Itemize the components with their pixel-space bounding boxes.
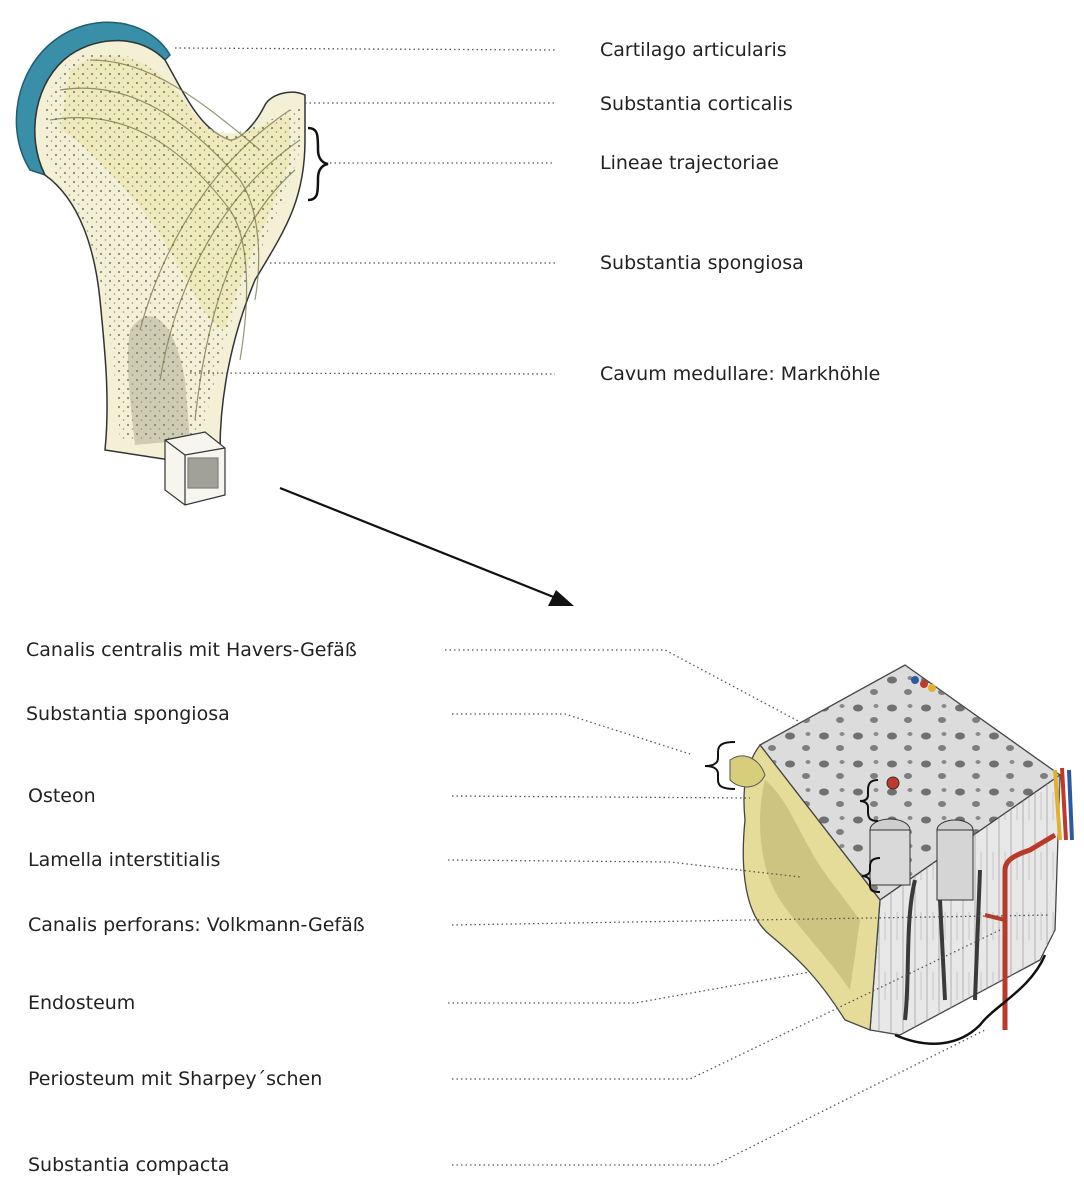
label-cartilago-articularis: Cartilago articularis <box>600 41 787 60</box>
femur-drawing <box>16 22 328 505</box>
label-periosteum: Periosteum mit Sharpey´schen <box>28 1070 322 1089</box>
trajectories-bracket <box>308 128 328 200</box>
label-cavum-medullare: Cavum medullare: Markhöhle <box>600 365 880 384</box>
label-canalis-centralis: Canalis centralis mit Havers-Gefäß <box>26 641 357 660</box>
label-substantia-corticalis: Substantia corticalis <box>600 95 793 114</box>
label-substantia-compacta: Substantia compacta <box>28 1156 229 1175</box>
label-substantia-spongiosa-top: Substantia spongiosa <box>600 254 804 273</box>
arrow <box>280 488 574 606</box>
label-lineae-trajectoriae: Lineae trajectoriae <box>600 154 779 173</box>
label-osteon: Osteon <box>28 787 96 806</box>
bone-block-drawing <box>705 665 1072 1044</box>
label-canalis-perforans: Canalis perforans: Volkmann-Gefäß <box>28 916 365 935</box>
label-substantia-spongiosa-bottom: Substantia spongiosa <box>26 705 230 724</box>
label-lamella-interstitialis: Lamella interstitialis <box>28 851 220 870</box>
label-endosteum: Endosteum <box>28 994 135 1013</box>
